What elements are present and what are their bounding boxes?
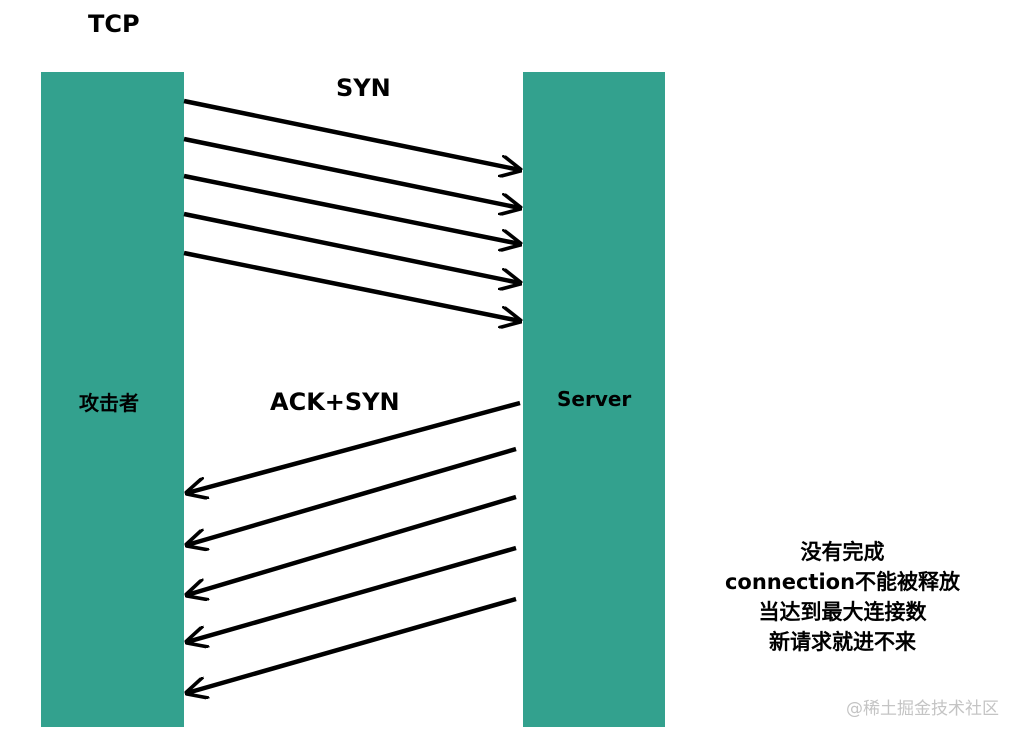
syn-label: SYN: [336, 74, 391, 102]
ack-syn-arrow: [187, 596, 517, 693]
ack-syn-arrow: [187, 400, 521, 493]
note-line: connection不能被释放: [724, 570, 961, 594]
note-line: 没有完成: [800, 540, 885, 564]
syn-arrow: [183, 98, 520, 170]
syn-arrow: [183, 211, 520, 283]
attacker-bar: 攻击者: [41, 72, 184, 727]
attacker-label: 攻击者: [79, 391, 139, 415]
note-line: 新请求就进不来: [769, 630, 916, 654]
note-line: 当达到最大连接数: [758, 600, 927, 624]
server-bar: Server: [523, 72, 665, 727]
syn-arrow: [183, 173, 520, 244]
ack-syn-arrow: [187, 494, 517, 595]
ack-syn-arrow: [187, 545, 517, 642]
syn-arrow: [183, 136, 520, 208]
explanation-note: 没有完成 connection不能被释放 当达到最大连接数 新请求就进不来: [700, 537, 985, 657]
syn-arrow: [183, 250, 520, 321]
server-label: Server: [557, 387, 632, 411]
diagram-title: TCP: [88, 10, 140, 38]
ack-syn-label: ACK+SYN: [270, 388, 400, 416]
watermark: @稀土掘金技术社区: [846, 699, 999, 719]
ack-syn-arrow: [187, 446, 517, 545]
